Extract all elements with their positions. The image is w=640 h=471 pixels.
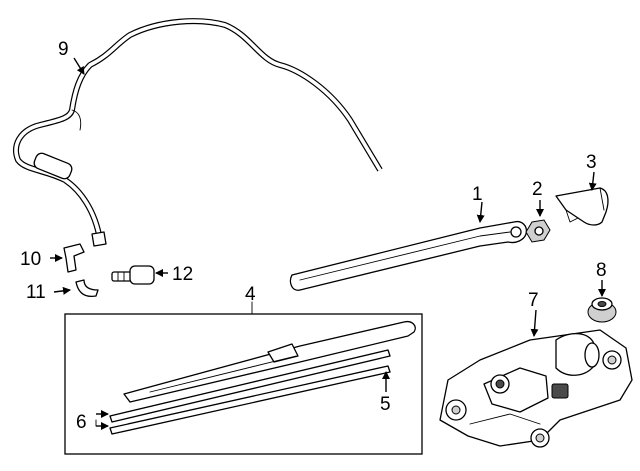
callout-11: 11 <box>26 282 46 303</box>
callout-12: 12 <box>172 264 193 285</box>
callout-10: 10 <box>20 249 41 270</box>
cap-part-3 <box>555 187 609 226</box>
wiper-motor-part-7 <box>439 329 633 448</box>
wiper-blade-part-4 <box>123 320 416 403</box>
washer-hose-part-9 <box>13 18 383 247</box>
callout-8: 8 <box>596 260 607 281</box>
callout-5: 5 <box>380 394 391 415</box>
callout-6: 6 <box>76 412 87 433</box>
hose-connector-part-10 <box>63 243 85 273</box>
callout-4: 4 <box>245 284 256 305</box>
leader-lines <box>50 57 606 430</box>
callout-1: 1 <box>472 184 483 205</box>
callout-3: 3 <box>586 152 597 173</box>
callout-2: 2 <box>532 179 543 200</box>
grommet-part-8 <box>587 297 617 323</box>
wiper-arm-part-1 <box>289 220 528 291</box>
blade-refill-part-5 <box>109 349 391 435</box>
nut-part-2 <box>525 219 551 243</box>
callout-7: 7 <box>528 290 539 311</box>
nozzle-part-12 <box>111 265 155 285</box>
callout-9: 9 <box>58 39 69 60</box>
elbow-part-11 <box>75 279 99 298</box>
